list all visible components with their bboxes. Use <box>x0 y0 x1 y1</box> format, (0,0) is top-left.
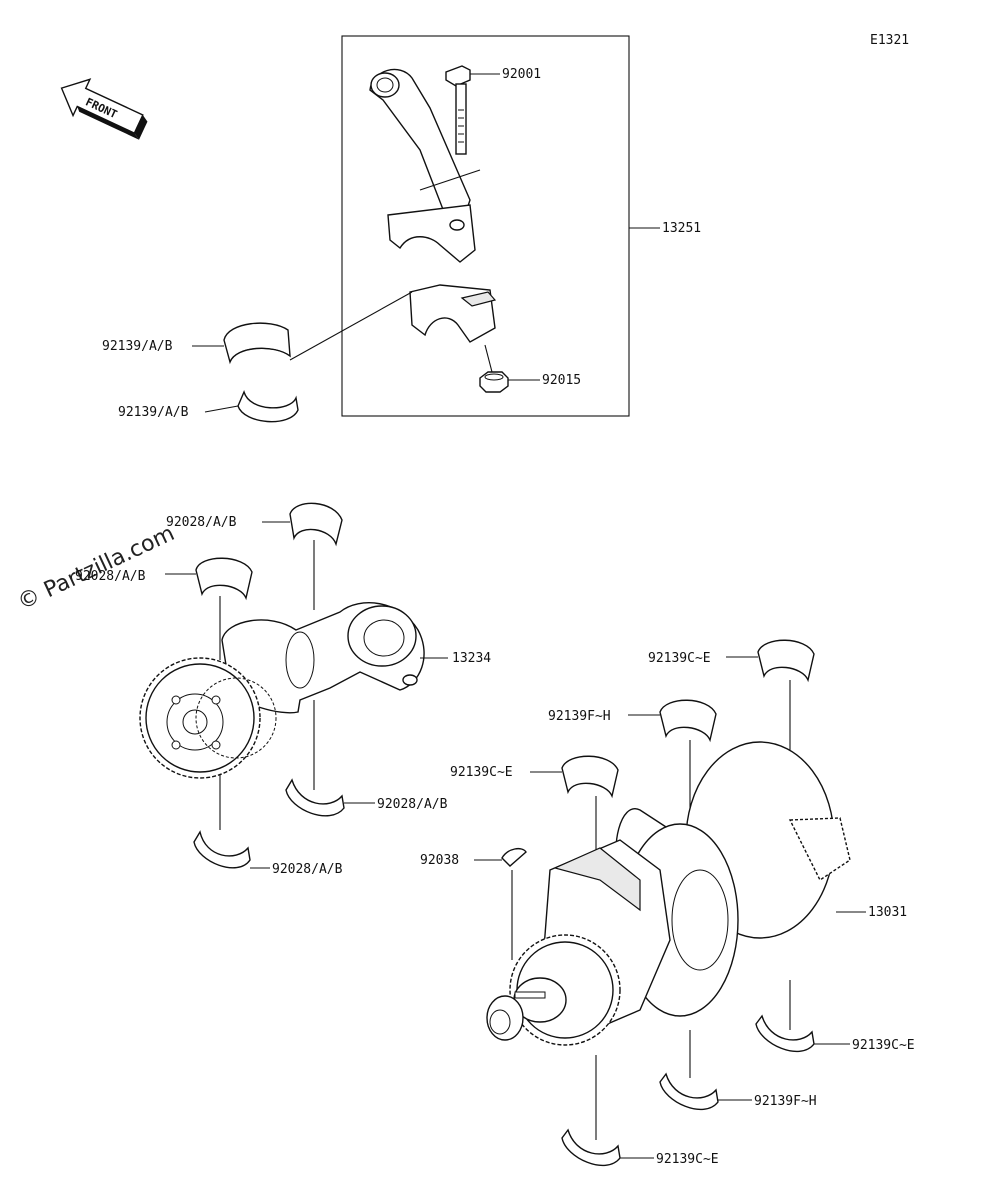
label-92001: 92001 <box>502 67 541 82</box>
balancer-bearing-3 <box>285 778 345 817</box>
crankshaft <box>486 741 851 1046</box>
main-bearing-lower-2 <box>659 1072 719 1111</box>
label-92038: 92038 <box>420 853 459 868</box>
balancer-bearing-2 <box>195 557 253 601</box>
label-92028ab-3: 92028/A/B <box>377 797 448 812</box>
connecting-rod-assembly-box <box>341 35 630 417</box>
connecting-rod <box>369 68 476 263</box>
main-bearing-lower-1 <box>755 1014 815 1053</box>
balancer-bearing-1 <box>289 502 343 547</box>
label-92139ce-3: 92139C~E <box>852 1038 915 1053</box>
label-92139ab-lower: 92139/A/B <box>118 405 189 420</box>
label-92028ab-2: 92028/A/B <box>75 569 146 584</box>
label-13234: 13234 <box>452 651 491 666</box>
label-92028ab-4: 92028/A/B <box>272 862 343 877</box>
balancer-gear <box>139 657 277 779</box>
conrod-bolt <box>445 65 471 155</box>
label-92139fh-2: 92139F~H <box>754 1094 817 1109</box>
main-bearing-upper-2 <box>659 699 717 743</box>
balancer-bearing-4 <box>193 830 251 869</box>
main-bearing-upper-1 <box>757 639 815 683</box>
label-92139ab-upper: 92139/A/B <box>102 339 173 354</box>
main-bearing-lower-3 <box>561 1128 621 1167</box>
label-92139fh-1: 92139F~H <box>548 709 611 724</box>
conrod-bearing-upper <box>223 322 291 365</box>
label-13031: 13031 <box>868 905 907 920</box>
balancer-shaft <box>221 602 425 714</box>
conrod-bearing-lower <box>237 389 299 423</box>
front-arrow-icon: FRONT <box>60 78 148 140</box>
label-92015: 92015 <box>542 373 581 388</box>
diagram-id: E1321 <box>870 33 909 48</box>
woodruff-key <box>501 847 527 867</box>
connecting-rod-cap <box>409 284 497 343</box>
main-bearing-upper-3 <box>561 755 619 799</box>
label-92139ce-1: 92139C~E <box>648 651 711 666</box>
conrod-nut <box>479 371 509 393</box>
label-92139ce-4: 92139C~E <box>656 1152 719 1167</box>
label-92028ab-1: 92028/A/B <box>166 515 237 530</box>
label-92139ce-2: 92139C~E <box>450 765 513 780</box>
label-13251: 13251 <box>662 221 701 236</box>
